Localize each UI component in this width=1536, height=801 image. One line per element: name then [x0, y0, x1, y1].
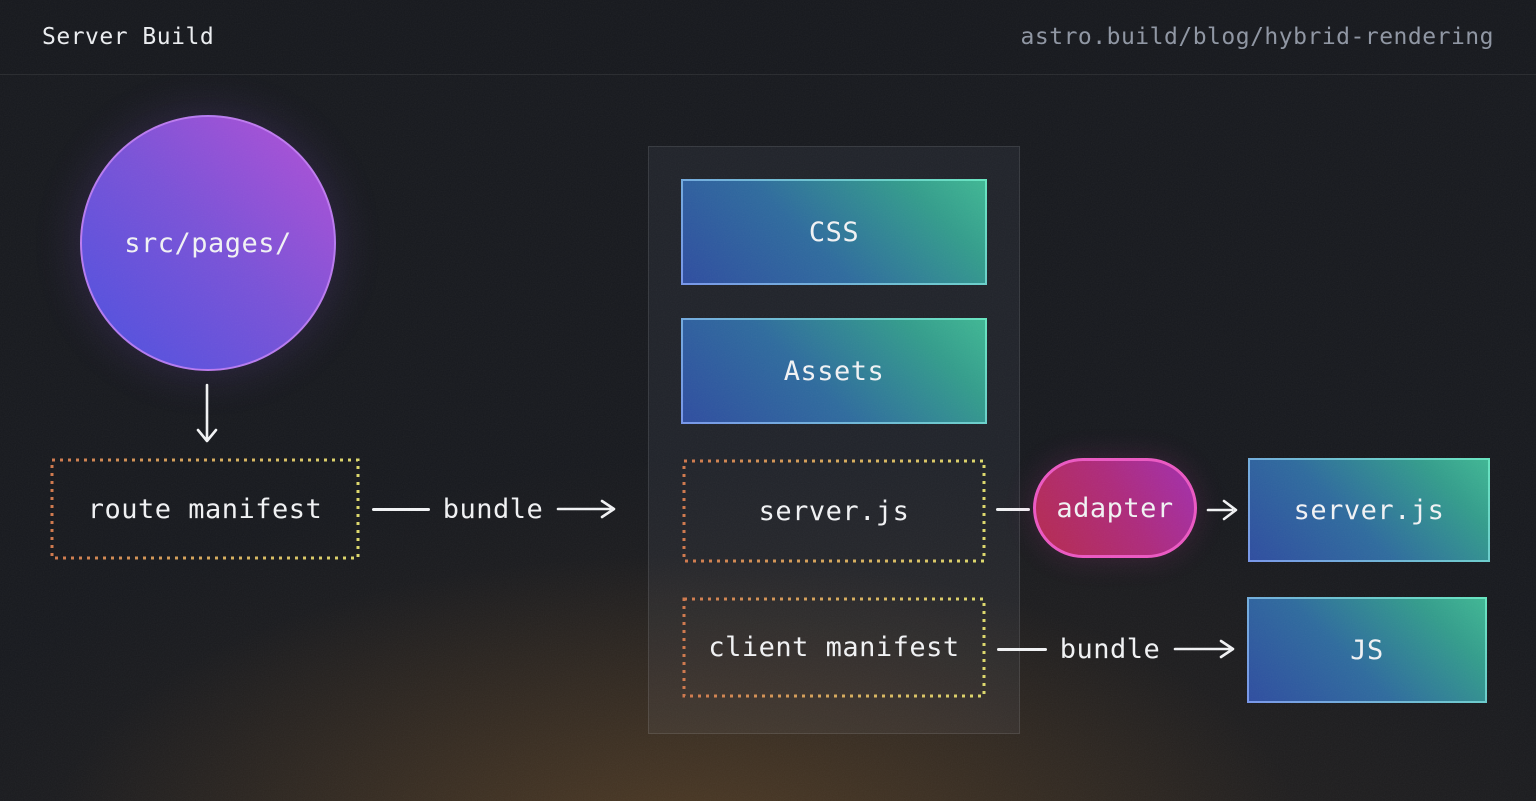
- node-css-label: CSS: [808, 216, 860, 248]
- connector-line: [996, 508, 1030, 511]
- arrow-right-icon: [1173, 639, 1235, 659]
- arrow-down-icon: [196, 383, 218, 443]
- node-css: CSS: [681, 179, 987, 285]
- edge-bundle-route: bundle: [372, 484, 622, 534]
- node-route-manifest-label: route manifest: [87, 493, 323, 525]
- edge-bundle-client: bundle: [997, 624, 1241, 674]
- node-js-output: JS: [1247, 597, 1487, 703]
- node-route-manifest: route manifest: [50, 458, 360, 560]
- arrow-right-icon: [556, 499, 616, 519]
- edge-bundle-route-label: bundle: [442, 493, 544, 525]
- node-assets: Assets: [681, 318, 987, 424]
- source-url: astro.build/blog/hybrid-rendering: [1020, 24, 1494, 50]
- node-assets-label: Assets: [783, 355, 885, 387]
- node-adapter: adapter: [1033, 458, 1197, 558]
- header-bar: Server Build astro.build/blog/hybrid-ren…: [0, 0, 1536, 75]
- node-js-output-label: JS: [1350, 634, 1384, 666]
- node-src-pages: src/pages/: [80, 115, 336, 371]
- page-title: Server Build: [42, 24, 215, 50]
- node-server-entry-label: server.js: [758, 495, 910, 527]
- node-client-manifest-label: client manifest: [708, 632, 960, 663]
- node-src-pages-label: src/pages/: [124, 227, 292, 259]
- node-server-output-label: server.js: [1293, 494, 1445, 526]
- edge-bundle-client-label: bundle: [1059, 633, 1161, 665]
- node-adapter-label: adapter: [1056, 492, 1174, 524]
- node-server-output: server.js: [1248, 458, 1490, 562]
- connector-line: [372, 507, 430, 511]
- arrow-right-icon: [1206, 499, 1238, 521]
- node-server-entry: server.js: [682, 459, 986, 563]
- connector-line: [997, 647, 1047, 651]
- node-client-manifest: client manifest: [682, 597, 986, 698]
